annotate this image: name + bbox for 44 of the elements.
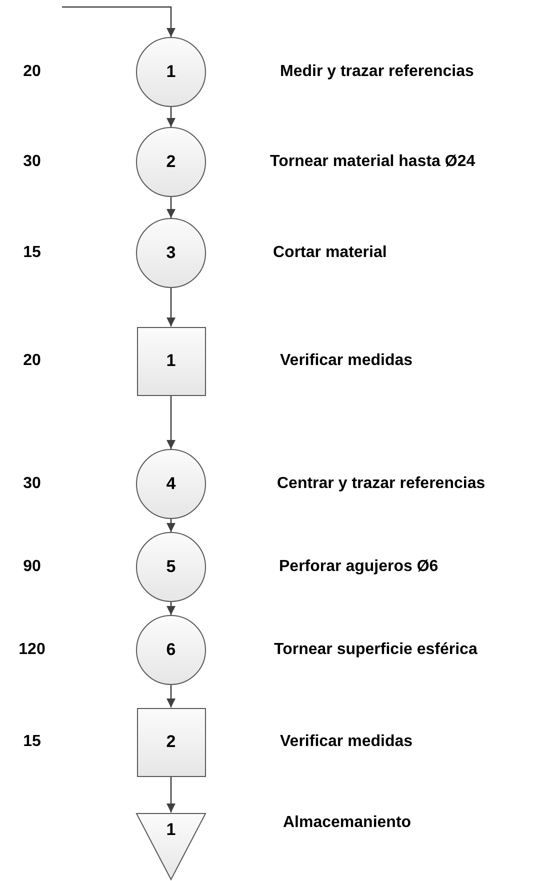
time-value: 30 [23,152,41,172]
inspection-square [136,708,206,776]
operation-circle [136,37,206,107]
step-number: 1 [166,351,176,371]
time-value: 20 [23,62,41,82]
step-description: Tornear superficie esférica [274,640,478,660]
step-description: Centrar y trazar referencias [277,474,486,494]
operation-circle [136,127,206,197]
operation-circle [136,615,206,685]
time-value: 90 [23,557,41,577]
step-number: 5 [166,557,176,577]
time-value: 15 [23,243,41,263]
time-value: 20 [23,351,41,371]
arrow [166,288,176,326]
arrow [166,107,176,127]
step-number: 4 [166,474,176,494]
arrow [166,685,176,708]
time-value: 15 [23,732,41,752]
operation-circle [136,532,206,602]
step-number: 1 [166,62,176,82]
step-number: 6 [166,640,176,660]
arrow [62,6,176,37]
step-description: Medir y trazar referencias [280,62,474,82]
step-description: Cortar material [273,243,387,263]
step-number: 2 [166,732,176,752]
step-description: Perforar agujeros Ø6 [279,557,438,577]
step-description: Verificar medidas [280,351,413,371]
arrow [166,197,176,218]
inspection-square [136,326,206,396]
arrow [166,776,176,812]
step-number: 2 [166,152,176,172]
step-description: Verificar medidas [280,732,413,752]
storage-triangle [136,812,206,880]
arrow [166,602,176,615]
arrow [166,519,176,532]
step-number: 3 [166,243,176,263]
step-number: 1 [166,820,176,840]
operation-circle [136,449,206,519]
arrow [166,396,176,449]
step-description: Almacemaniento [283,813,412,833]
time-value: 120 [18,640,46,660]
step-description: Tornear material hasta Ø24 [270,152,476,172]
time-value: 30 [23,474,41,494]
operation-circle [136,218,206,288]
